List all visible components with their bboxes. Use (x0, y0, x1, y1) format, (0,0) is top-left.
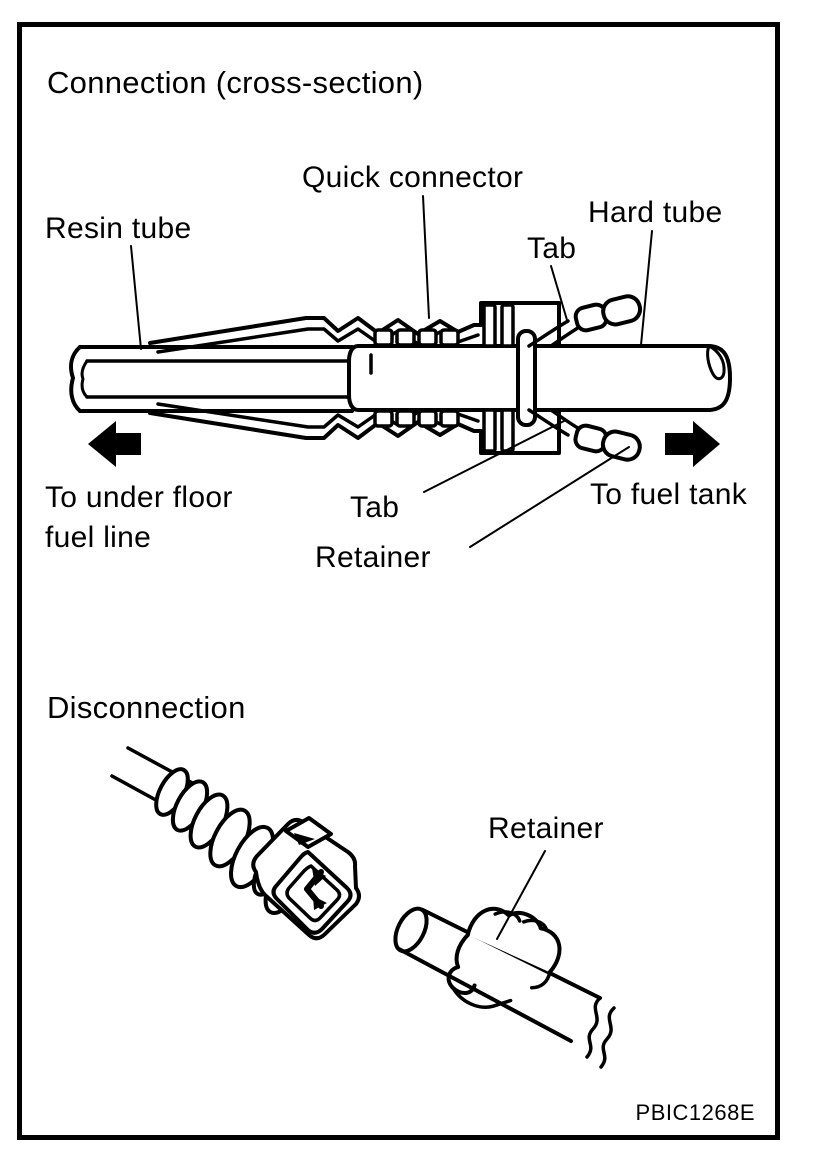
tab-bottom-shape (527, 408, 642, 462)
leader-tab-top (550, 265, 568, 321)
left-arrow-icon (88, 421, 141, 467)
retainer-label: Retainer (315, 541, 431, 574)
retainer-flange (516, 329, 537, 427)
to-under-floor-line2: fuel line (45, 521, 152, 554)
to-under-floor-fuel-line-label: To under floor fuel line (45, 478, 233, 558)
hard-tube-outline (347, 344, 732, 412)
leader-lines (130, 195, 653, 548)
to-under-floor-line1: To under floor (45, 481, 233, 514)
disconnection-connector-drawing (110, 746, 361, 941)
figure-border (17, 22, 780, 1140)
quick-connector-label: Quick connector (302, 161, 524, 194)
right-arrow-icon (665, 421, 720, 467)
leader-tab-bottom (423, 419, 567, 493)
figure-code: PBIC1268E (635, 1100, 755, 1125)
leader-resin-tube (130, 245, 142, 350)
retainer-clip-shape (446, 906, 562, 1009)
leader-quick-connector (422, 195, 430, 319)
retainer-disconnection-label: Retainer (488, 812, 604, 845)
tab-bottom-label: Tab (350, 491, 400, 524)
leader-retainer-bottom (469, 446, 630, 548)
leader-retainer-disconnection (496, 850, 546, 940)
retainer-legs (482, 303, 515, 453)
hard-tube-label: Hard tube (588, 196, 723, 229)
tab-top-label: Tab (527, 232, 577, 265)
resin-tube-outline (69, 345, 354, 413)
leader-hard-tube (640, 230, 653, 346)
tab-top-shape (527, 294, 643, 348)
o-ring-sections (373, 328, 460, 428)
connection-section-title: Connection (cross-section) (47, 65, 424, 100)
resin-tube-label: Resin tube (45, 212, 192, 245)
disconnection-section-title: Disconnection (47, 690, 246, 725)
to-fuel-tank-label: To fuel tank (590, 478, 748, 511)
disconnection-retainer-drawing (393, 850, 616, 1069)
cross-section-drawing (69, 195, 732, 548)
